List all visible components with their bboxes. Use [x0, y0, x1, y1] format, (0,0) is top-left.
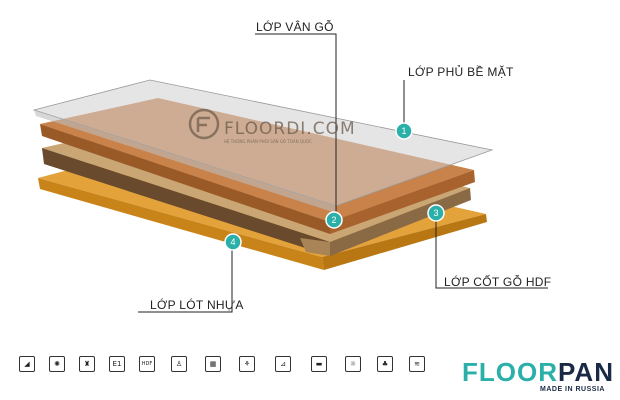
marker-4-label: 4 [230, 237, 235, 247]
impact-icon: ✺ [49, 356, 65, 372]
marker-3-label: 3 [433, 208, 438, 218]
leader-line-core [435, 216, 548, 289]
marker-3 [427, 204, 445, 222]
chair-icon: ♙ [171, 356, 187, 372]
label-core: LỚP CỐT GỖ HDF [444, 275, 552, 289]
sun-icon: ☼ [345, 356, 361, 372]
label-surface: LỚP PHỦ BỀ MẶT [408, 65, 514, 79]
wear-icon: ◢ [19, 356, 35, 372]
brand-logo-part1: FLOOR [462, 357, 558, 387]
marker-1 [395, 122, 413, 140]
marker-1-label: 1 [401, 126, 406, 136]
brand-logo: FLOORPAN [462, 357, 614, 388]
marker-4 [224, 233, 242, 251]
watermark-subtext: HỆ THỐNG PHÂN PHỐI SÀN GỖ TOÀN QUỐC [224, 139, 312, 144]
heating-icon: ≋ [409, 356, 425, 372]
glass-icon: ♜ [79, 356, 95, 372]
stain-icon: ⚘ [239, 356, 255, 372]
label-grain: LỚP VÂN GỖ [256, 20, 334, 34]
surface-layer [32, 79, 494, 213]
e1-icon: E1 [109, 356, 125, 372]
feature-icon-bar: ◢ ✺ ♜ E1 HDF ♙ ▦ ⚘ ⊿ ▬ ☼ ♣ [14, 356, 414, 396]
leader-lines [138, 33, 548, 313]
install-icon: ⊿ [275, 356, 291, 372]
marker-2-label: 2 [331, 215, 336, 225]
leader-line-backing [138, 246, 233, 313]
watermark-text: FLOORDI.COM [224, 119, 356, 139]
leaf-icon: ♣ [377, 356, 393, 372]
hdf-icon: HDF [139, 356, 155, 372]
leader-line-grain [255, 33, 337, 218]
label-backing: LỚP LÓT NHỰA [150, 298, 244, 312]
brand-logo-part2: PAN [558, 357, 614, 387]
grid-icon: ▦ [205, 356, 221, 372]
cigarette-icon: ▬ [311, 356, 327, 372]
brand-tagline: MADE IN RUSSIA [540, 386, 605, 393]
watermark-logo [188, 108, 220, 140]
marker-2 [325, 211, 343, 229]
